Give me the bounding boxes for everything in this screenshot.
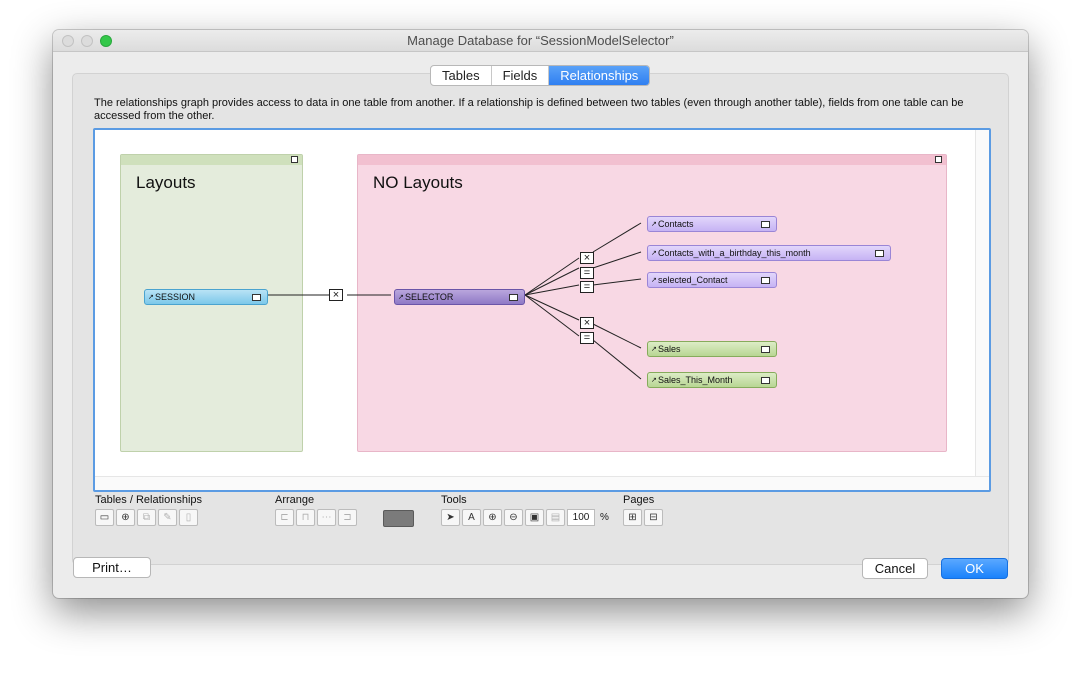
table-occurrence-selector[interactable]: ↗ SELECTOR	[394, 289, 525, 305]
resize-icon[interactable]: ⊐	[338, 509, 357, 526]
tab-fields[interactable]: Fields	[492, 66, 550, 85]
color-swatch[interactable]	[383, 510, 414, 527]
tab-tables[interactable]: Tables	[431, 66, 492, 85]
zoom-unit: %	[600, 512, 609, 523]
relationship-equal-icon[interactable]: =	[580, 332, 594, 344]
collapse-icon[interactable]	[935, 156, 942, 163]
section-label-pages: Pages	[623, 494, 655, 506]
vertical-scrollbar[interactable]	[975, 130, 989, 490]
add-relationship-icon[interactable]: ⊕	[116, 509, 135, 526]
description-text: The relationships graph provides access …	[94, 97, 964, 122]
pointer-icon[interactable]: ➤	[441, 509, 460, 526]
close-window-button[interactable]	[62, 35, 74, 47]
ok-button[interactable]: OK	[941, 558, 1008, 579]
align-left-icon[interactable]: ⊏	[275, 509, 294, 526]
group-title: NO Layouts	[373, 173, 463, 192]
collapse-icon[interactable]	[761, 377, 770, 384]
cancel-button[interactable]: Cancel	[862, 558, 928, 579]
relationship-equal-icon[interactable]: =	[580, 267, 594, 279]
horizontal-scrollbar[interactable]	[95, 476, 989, 490]
relationship-lines	[268, 222, 642, 380]
tools: ➤ A ⊕ ⊖ ▣ ▤ 100 %	[441, 509, 609, 526]
collapse-icon[interactable]	[761, 277, 770, 284]
group-title: Layouts	[136, 173, 196, 192]
window-title: Manage Database for “SessionModelSelecto…	[407, 33, 674, 48]
view-icon[interactable]: ▤	[546, 509, 565, 526]
collapse-icon[interactable]	[291, 156, 298, 163]
table-name: Contacts	[658, 219, 694, 229]
section-label-tables-relationships: Tables / Relationships	[95, 494, 203, 506]
duplicate-icon[interactable]: ⧉	[137, 509, 156, 526]
relationship-cartesian-icon[interactable]: ×	[329, 289, 343, 301]
zoom-out-icon[interactable]: ⊖	[504, 509, 523, 526]
collapse-icon[interactable]	[509, 294, 518, 301]
zoom-window-button[interactable]	[100, 35, 112, 47]
page-grid-icon[interactable]: ⊞	[623, 509, 642, 526]
delete-trash-icon[interactable]: ▯	[179, 509, 198, 526]
collapse-icon[interactable]	[761, 221, 770, 228]
relationship-equal-icon[interactable]: =	[580, 281, 594, 293]
arrow-icon: ↗	[651, 250, 657, 257]
arrow-icon: ↗	[398, 294, 404, 301]
table-name: selected_Contact	[658, 275, 728, 285]
tab-bar: Tables Fields Relationships	[430, 65, 651, 86]
arrow-icon: ↗	[651, 346, 657, 353]
table-occurrence-contacts-birthday[interactable]: ↗ Contacts_with_a_birthday_this_month	[647, 245, 891, 261]
tab-relationships[interactable]: Relationships	[549, 66, 650, 85]
align-top-icon[interactable]: ⊓	[296, 509, 315, 526]
table-name: SESSION	[155, 292, 196, 302]
arrow-icon: ↗	[651, 277, 657, 284]
arrange-tools: ⊏ ⊓ ⋯ ⊐	[275, 509, 357, 526]
table-name: Sales	[658, 344, 681, 354]
arrow-icon: ↗	[651, 377, 657, 384]
table-occurrence-sales[interactable]: ↗ Sales	[647, 341, 777, 357]
section-label-tools: Tools	[441, 494, 467, 506]
relationship-cartesian-icon[interactable]: ×	[580, 252, 594, 264]
distribute-icon[interactable]: ⋯	[317, 509, 336, 526]
fit-icon[interactable]: ▣	[525, 509, 544, 526]
table-name: Sales_This_Month	[658, 375, 733, 385]
collapse-icon[interactable]	[875, 250, 884, 257]
page-setup-icon[interactable]: ⊟	[644, 509, 663, 526]
pages-tools: ⊞ ⊟	[623, 509, 663, 526]
print-button[interactable]: Print…	[73, 557, 151, 578]
collapse-icon[interactable]	[761, 346, 770, 353]
table-occurrence-contacts[interactable]: ↗ Contacts	[647, 216, 777, 232]
zoom-field[interactable]: 100	[567, 509, 595, 526]
edit-pencil-icon[interactable]: ✎	[158, 509, 177, 526]
relationship-cartesian-icon[interactable]: ×	[580, 317, 594, 329]
text-tool-icon[interactable]: A	[462, 509, 481, 526]
zoom-in-icon[interactable]: ⊕	[483, 509, 502, 526]
arrow-icon: ↗	[651, 221, 657, 228]
collapse-icon[interactable]	[252, 294, 261, 301]
table-name: Contacts_with_a_birthday_this_month	[658, 248, 811, 258]
tables-relationships-tools: ▭ ⊕ ⧉ ✎ ▯	[95, 509, 198, 526]
table-occurrence-session[interactable]: ↗ SESSION	[144, 289, 268, 305]
table-occurrence-selected-contact[interactable]: ↗ selected_Contact	[647, 272, 777, 288]
relationships-graph[interactable]: Layouts NO Layouts	[93, 128, 991, 492]
add-table-icon[interactable]: ▭	[95, 509, 114, 526]
minimize-window-button[interactable]	[81, 35, 93, 47]
section-label-arrange: Arrange	[275, 494, 315, 506]
manage-database-dialog: Manage Database for “SessionModelSelecto…	[53, 30, 1028, 598]
table-occurrence-sales-this-month[interactable]: ↗ Sales_This_Month	[647, 372, 777, 388]
title-bar: Manage Database for “SessionModelSelecto…	[53, 30, 1028, 52]
table-name: SELECTOR	[405, 292, 454, 302]
arrow-icon: ↗	[148, 294, 154, 301]
